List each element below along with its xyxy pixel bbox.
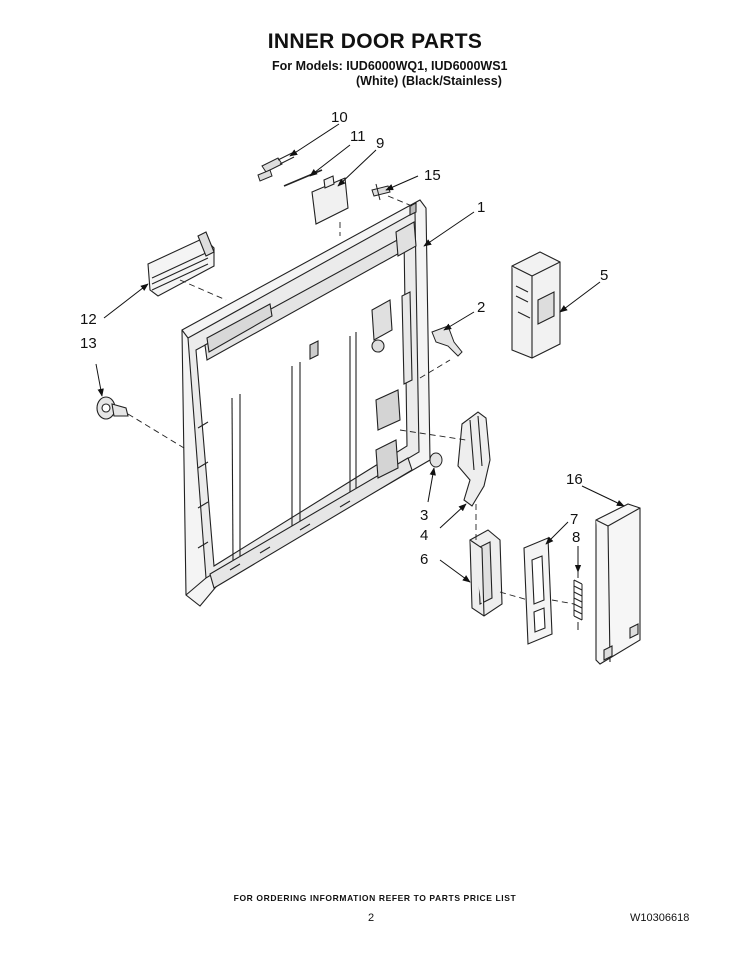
callout-leaders [95, 123, 625, 583]
part-3-nut [429, 452, 443, 468]
document-number: W10306618 [630, 912, 690, 924]
variants-line: (White) (Black/Stainless) [356, 74, 502, 88]
part-15-screw [371, 183, 391, 201]
part-11-rod [283, 169, 323, 187]
callout-10: 10 [331, 109, 348, 126]
part-4-latch-lever [457, 411, 491, 507]
part-10-screws [257, 152, 295, 182]
callout-13: 13 [80, 335, 97, 352]
models-line: For Models: IUD6000WQ1, IUD6000WS1 [272, 59, 508, 73]
callout-8: 8 [572, 529, 580, 546]
part-16-side-cover [595, 503, 641, 665]
callout-6: 6 [420, 551, 428, 568]
part-6-latch-slide [469, 529, 503, 617]
part-13-knob [96, 396, 129, 420]
page-title: INNER DOOR PARTS [267, 30, 483, 53]
part-9-cover [311, 175, 349, 225]
page-number: 2 [368, 912, 375, 924]
part-5-latch-housing [511, 251, 561, 359]
callout-9: 9 [376, 135, 384, 152]
part-7-slide-plate [523, 537, 553, 645]
part-8-spring [573, 572, 583, 630]
callout-16: 16 [566, 471, 583, 488]
ordering-note: FOR ORDERING INFORMATION REFER TO PARTS … [233, 893, 517, 903]
part-2-clip [431, 325, 463, 357]
callout-3: 3 [420, 507, 428, 524]
callout-labels: 1 2 3 4 5 6 7 8 9 10 11 12 13 15 16 [80, 109, 608, 568]
callout-1: 1 [477, 199, 485, 216]
callout-11: 11 [350, 128, 366, 145]
inner-door-panel [181, 199, 431, 607]
callout-5: 5 [600, 267, 608, 284]
callout-7: 7 [570, 511, 578, 528]
callout-15: 15 [424, 167, 441, 184]
part-12-handle-bracket [147, 231, 215, 297]
callout-4: 4 [420, 527, 428, 544]
callout-12: 12 [80, 311, 97, 328]
assembly-lines [127, 195, 575, 605]
callout-2: 2 [477, 299, 485, 316]
